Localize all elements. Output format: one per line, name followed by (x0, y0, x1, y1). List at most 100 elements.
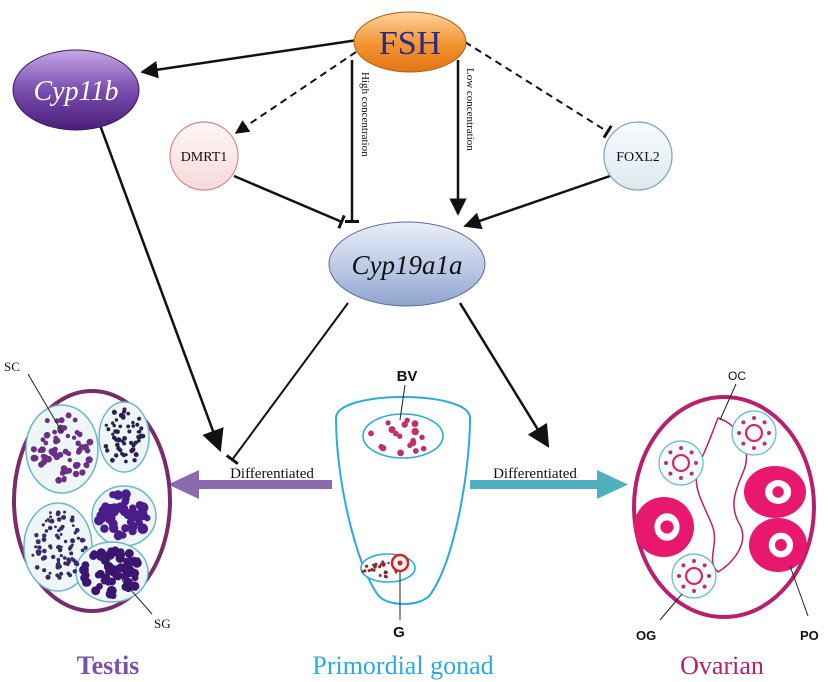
cell-dot (59, 571, 64, 576)
cell-dot (112, 423, 116, 428)
label-differentiated-left: Differentiated (230, 466, 314, 482)
cell-dot (115, 550, 125, 560)
testis-cells (30, 407, 151, 600)
edge-cyp11b-differentiated (98, 124, 224, 453)
cell-dot (367, 569, 371, 573)
cell-dot (67, 558, 72, 563)
label-g: G (393, 624, 405, 641)
cell-dot (121, 562, 130, 572)
cell-dot (420, 445, 427, 452)
label-differentiated-right: Differentiated (493, 466, 577, 482)
cell-dot (124, 453, 128, 457)
cell-dot (61, 515, 67, 520)
cell-dot (52, 429, 57, 435)
cell-dot (40, 437, 46, 443)
cell-dot (57, 547, 63, 553)
cell-dot (76, 536, 80, 540)
ovarian-illustration (632, 395, 816, 619)
cell-dot (100, 555, 110, 566)
cell-dot (68, 545, 73, 550)
cell-dot (105, 579, 112, 586)
cell-dot (105, 563, 116, 574)
cell-dot (56, 535, 61, 540)
cell-dot (137, 429, 142, 434)
cell-dot (56, 560, 61, 564)
cell-dot (63, 561, 68, 566)
sc-pointer (27, 373, 63, 433)
cell-dot (136, 509, 148, 521)
sg-pointer (121, 579, 153, 615)
cell-dot (379, 445, 387, 452)
cell-dot (104, 423, 108, 427)
cell-dot (59, 526, 64, 531)
edge-fsh-dmrt1 (234, 51, 357, 134)
gonad-cells (361, 417, 427, 579)
cell-dot (82, 443, 89, 451)
cell-dot (47, 525, 53, 531)
cell-dot (82, 578, 91, 587)
arrow-to-testis (168, 470, 332, 499)
cell-dot (118, 448, 123, 453)
cell-dot (383, 574, 388, 579)
cell-dot (77, 431, 83, 438)
cell-dot (137, 523, 149, 534)
cell-dot (39, 446, 46, 453)
cell-dot (100, 524, 109, 533)
cell-dot (136, 438, 141, 443)
cell-dot (382, 563, 385, 567)
cell-dot (126, 411, 131, 416)
cell-dot (73, 531, 77, 535)
cell-dot (121, 414, 126, 419)
cell-dot (109, 523, 119, 533)
cell-dot (34, 545, 38, 549)
cell-dot (57, 575, 62, 580)
cell-dot (96, 569, 105, 579)
cell-dot (98, 515, 106, 523)
ovarian-follicles (634, 410, 807, 599)
cell-dot (49, 518, 55, 524)
cell-dot (59, 532, 63, 536)
title-ovarian: Ovarian (680, 651, 764, 680)
cell-dot (42, 548, 47, 554)
cell-dot (133, 440, 138, 445)
cell-dot (114, 453, 119, 458)
cell-dot (392, 430, 399, 437)
cell-dot (48, 519, 52, 523)
edges (98, 38, 613, 465)
cell-dot (59, 554, 63, 558)
cell-dot (72, 569, 78, 574)
cell-dot (66, 571, 71, 576)
cell-dot (381, 561, 384, 564)
cell-dot (114, 418, 119, 422)
label-bv: BV (397, 368, 418, 385)
cell-dot (42, 568, 47, 573)
node-foxl2-label: FOXL2 (616, 150, 660, 165)
cell-dot (372, 568, 376, 572)
cell-dot (106, 513, 114, 521)
cell-dot (49, 515, 53, 519)
cell-dot (397, 449, 404, 457)
cell-dot (76, 447, 83, 453)
cell-dot (401, 421, 408, 428)
cell-dot (118, 424, 123, 429)
cell-dot (80, 548, 85, 553)
cell-dot (75, 462, 81, 468)
cell-dot (30, 446, 37, 453)
label-low-concentration: Low concentration (464, 68, 476, 151)
cell-dot (127, 429, 132, 434)
cell-dot (122, 495, 130, 503)
cell-dot (86, 438, 94, 446)
cell-dot (126, 424, 131, 429)
cell-dot (51, 554, 56, 560)
cell-dot (135, 422, 140, 427)
cell-dot (107, 547, 115, 555)
cell-dot (119, 531, 127, 539)
cell-dot (128, 567, 135, 573)
edge-cyp19-differentiated-left (225, 302, 349, 465)
cell-dot (43, 431, 51, 439)
cell-dot (120, 451, 124, 456)
cell-dot (411, 427, 419, 436)
cell-dot (57, 451, 64, 458)
cell-dot (407, 442, 413, 448)
